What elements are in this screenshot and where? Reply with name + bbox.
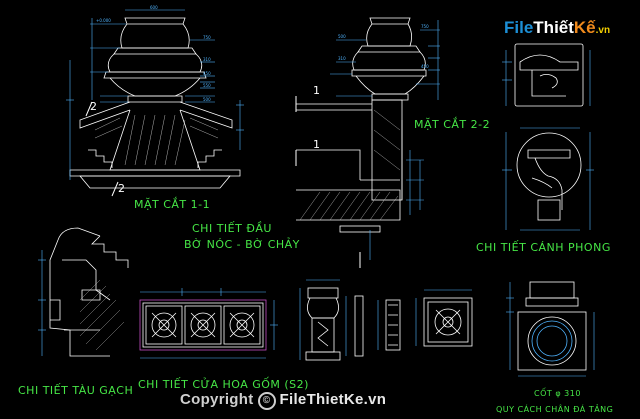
section-marker-1-top: 1 <box>313 84 321 97</box>
cua-hoa-gom-dimensions <box>140 288 278 359</box>
chan-da-tang-drawing <box>517 281 587 371</box>
column-detail-drawing <box>305 287 401 361</box>
title-mat-cat-2-2: MẶT CẮT 2-2 <box>414 118 491 131</box>
title-cua-hoa-gom: CHI TIẾT CỬA HOA GỐM (S2) <box>138 378 309 391</box>
title-cot: CỐT φ 310 <box>534 389 581 398</box>
title-tau-gach: CHI TIẾT TÀU GẠCH <box>18 384 134 397</box>
tau-gach-dimensions <box>38 250 46 356</box>
svg-text:750: 750 <box>421 24 429 29</box>
svg-text:500: 500 <box>338 34 346 39</box>
tile-detail-drawing <box>423 297 473 347</box>
filethietke-logo: FileThiếtKế.vn <box>504 18 610 38</box>
logo-vn-text: .vn <box>595 25 611 36</box>
section-marker-2-bottom: 2 <box>118 182 126 195</box>
title-chi-tiet-dau: CHI TIẾT ĐẦU <box>192 222 272 235</box>
svg-text:600: 600 <box>150 5 158 10</box>
copyright-icon: © <box>257 392 276 410</box>
section-1-1-drawing <box>69 17 241 189</box>
title-canh-phong: CHI TIẾT CÁNH PHONG <box>476 241 611 254</box>
watermark-prefix: Copyright <box>180 391 254 408</box>
copyright-watermark: Copyright©FileThietKe.vn <box>180 391 386 410</box>
svg-text:+0.000: +0.000 <box>96 18 111 23</box>
section-2-2-drawing <box>296 17 427 233</box>
section-1-1-hatch <box>94 114 219 166</box>
svg-text:310: 310 <box>338 56 346 61</box>
logo-file-text: File <box>504 18 534 37</box>
logo-ke-text: Kế <box>573 18 596 37</box>
section-marker-1-bottom: 1 <box>313 138 321 151</box>
svg-text:500: 500 <box>203 97 211 102</box>
logo-thiet-text: Thiết <box>533 18 574 37</box>
canh-phong-drawing <box>514 43 584 221</box>
section-2-2-hatch <box>299 109 401 221</box>
title-bo-noc-bo-chay: BỜ NÓC - BỜ CHẢY <box>184 238 300 251</box>
svg-text:450: 450 <box>421 64 429 69</box>
section-cut-markers-2 <box>295 96 361 268</box>
cua-hoa-gom-panel <box>139 299 267 351</box>
column-detail-dimensions <box>299 279 472 360</box>
section-marker-2-left: 2 <box>90 100 98 113</box>
svg-text:550: 550 <box>203 83 211 88</box>
watermark-brand: FileThietKe.vn <box>279 391 387 408</box>
title-mat-cat-1-1: MẶT CẮT 1-1 <box>134 198 211 211</box>
tau-gach-drawing <box>49 227 129 357</box>
section-2-2-dimensions: 500 310 750 450 <box>330 20 440 260</box>
svg-text:450: 450 <box>203 71 211 76</box>
section-1-1-dimensions: 600 +0.000 750 310 450 550 500 <box>66 5 244 180</box>
title-quy-cach: QUY CÁCH CHÂN ĐÁ TẢNG <box>496 405 614 414</box>
canh-phong-dimensions <box>502 50 594 231</box>
section-cut-markers-1 <box>85 101 119 197</box>
chan-da-tang-dimensions <box>506 282 595 377</box>
svg-text:750: 750 <box>203 35 211 40</box>
svg-text:310: 310 <box>203 57 211 62</box>
tau-gach-hatch <box>79 279 125 351</box>
